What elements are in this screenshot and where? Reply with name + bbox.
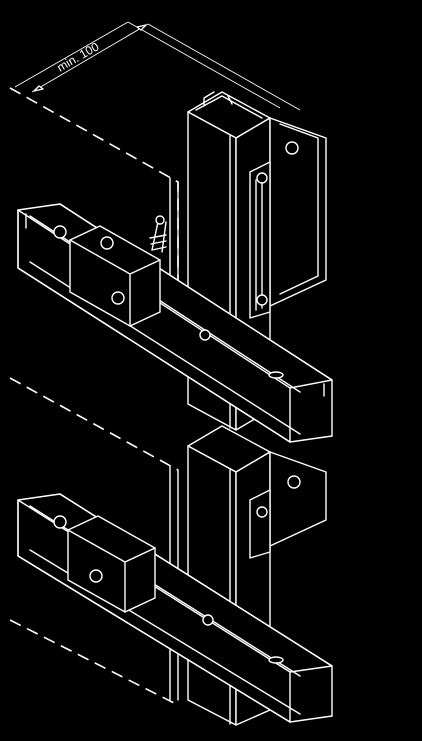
dimension-min-100: min. 100 (14, 21, 301, 111)
bracket-upper (249, 117, 327, 319)
clamp-lower (53, 515, 156, 613)
screw-fastener (149, 215, 167, 253)
bracket-lower (249, 451, 327, 559)
clamp-upper (53, 225, 161, 327)
dimension-label: min. 100 (55, 39, 102, 74)
